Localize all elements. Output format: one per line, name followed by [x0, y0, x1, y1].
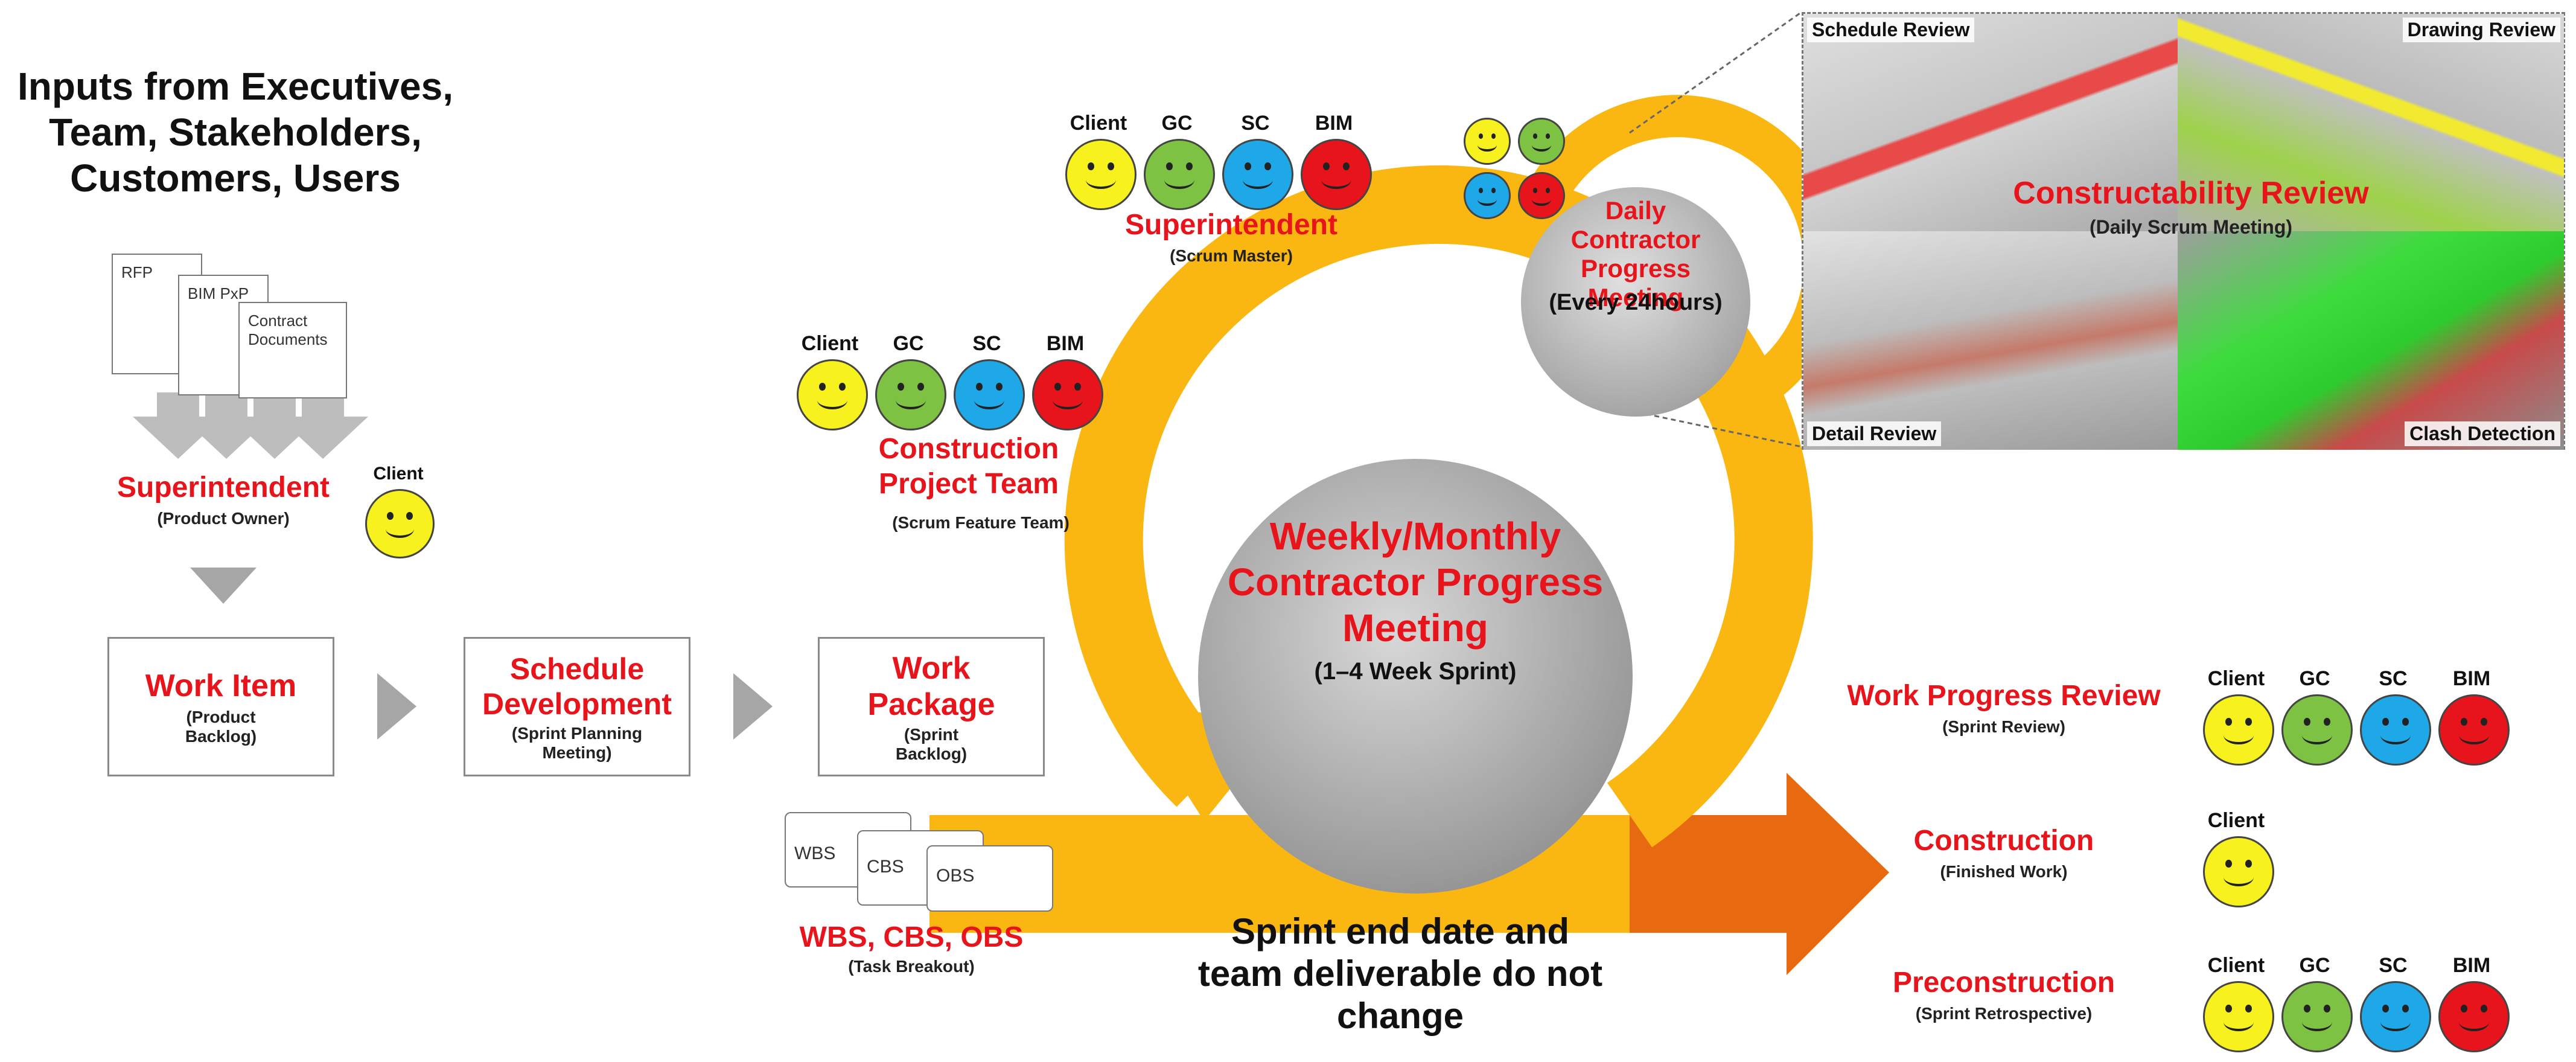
input-down-arrows [133, 392, 368, 459]
role-label-bim: BIM [2452, 667, 2491, 690]
sc-face [2360, 694, 2431, 766]
clash-detection-tile: Clash Detection [2178, 231, 2564, 450]
sc-face [1222, 139, 1293, 210]
work-item-title: Work Item [145, 668, 297, 703]
project-team-title: Construction Project Team [878, 433, 1059, 500]
work-package-title: Work Package [867, 650, 995, 722]
role-label-gc: GC [893, 332, 924, 355]
work-item-box: Work Item (Product Backlog) [107, 637, 334, 776]
daily-meeting-photo [1521, 187, 1750, 417]
daily-meeting-subtitle: (Every 24hours) [1549, 290, 1723, 315]
client-face [2203, 694, 2274, 766]
gc-face [1144, 139, 1215, 210]
role-label-sc: SC [2379, 954, 2408, 977]
weekly-meeting-photo [1198, 459, 1633, 894]
role-label-gc: GC [2299, 667, 2330, 690]
task-breakout-subtitle: (Task Breakout) [848, 957, 975, 976]
schedule-review-caption: Schedule Review [1807, 18, 1975, 42]
work-progress-review-subtitle: (Sprint Review) [1942, 717, 2065, 736]
sprint-note: Sprint end date and team deliverable do … [1197, 911, 1603, 1036]
client-face [1065, 139, 1137, 210]
client-face [2203, 981, 2274, 1052]
role-label-client: Client [2207, 809, 2265, 832]
right-arrow-1 [377, 673, 416, 740]
schedule-development-box: Schedule Development (Sprint Planning Me… [464, 637, 690, 776]
role-label-bim: BIM [2452, 954, 2491, 977]
gc-face [2281, 981, 2353, 1052]
right-arrow-2 [733, 673, 773, 740]
product-owner-title: Superintendent [116, 472, 330, 504]
sc-face [954, 359, 1025, 430]
role-label-client: Client [801, 332, 859, 355]
doc-obs: OBS [926, 845, 1053, 912]
constructability-subtitle: (Daily Scrum Meeting) [2089, 216, 2293, 238]
weekly-meeting-title: Weekly/Monthly Contractor Progress Meeti… [1227, 514, 1604, 650]
scrum-master-subtitle: (Scrum Master) [1170, 246, 1293, 265]
preconstruction-subtitle: (Sprint Retrospective) [1915, 1004, 2093, 1023]
constructability-panel: Schedule Review Drawing Review Detail Re… [1802, 12, 2565, 450]
role-label-bim: BIM [1046, 332, 1085, 355]
scrum-master-title: Superintendent [1124, 209, 1337, 241]
product-owner-subtitle: (Product Owner) [157, 509, 290, 528]
work-package-subtitle: (Sprint Backlog) [895, 725, 968, 763]
gc-face [1518, 118, 1565, 165]
work-package-box: Work Package (Sprint Backlog) [818, 637, 1045, 776]
detail-review-tile: Detail Review [1803, 231, 2178, 450]
role-label-client: Client [1070, 112, 1127, 135]
construction-roles: Client [2197, 809, 2281, 912]
client-face [365, 489, 435, 558]
drawing-review-caption: Drawing Review [2402, 18, 2560, 42]
role-label-sc: SC [2379, 667, 2408, 690]
role-label-gc: GC [2299, 954, 2330, 977]
sc-face [1464, 172, 1511, 219]
construction-subtitle: (Finished Work) [1940, 862, 2068, 881]
weekly-meeting-subtitle: (1–4 Week Sprint) [1314, 658, 1517, 685]
scrum-master-roles: Client GC SC BIM [1059, 112, 1385, 214]
project-team-roles: Client GC SC BIM [791, 332, 1117, 435]
bim-face [2438, 694, 2510, 766]
work-item-subtitle: (Product Backlog) [185, 707, 257, 746]
sc-face [2360, 981, 2431, 1052]
doc-contract: Contract Documents [238, 302, 347, 398]
role-label-sc: SC [1241, 112, 1270, 135]
task-breakout-title: WBS, CBS, OBS [799, 921, 1024, 953]
down-arrow [190, 568, 257, 604]
work-progress-review-title: Work Progress Review [1847, 680, 2161, 712]
project-team-subtitle: (Scrum Feature Team) [892, 513, 1070, 532]
bim-face [1518, 172, 1565, 219]
preconstruction-title: Preconstruction [1892, 967, 2115, 999]
product-owner-role: Client [373, 464, 424, 484]
bim-face [2438, 981, 2510, 1052]
construction-title: Construction [1913, 825, 2094, 857]
constructability-title: Constructability Review [2013, 176, 2369, 211]
work-progress-review-roles: Client GC SC BIM [2197, 667, 2523, 770]
role-label-client: Client [2207, 954, 2265, 977]
role-label-sc: SC [972, 332, 1001, 355]
daily-meeting-title: Daily Contractor Progress Meeting [1570, 196, 1701, 312]
detail-review-caption: Detail Review [1807, 421, 1942, 446]
role-label-client: Client [2207, 667, 2265, 690]
role-label-bim: BIM [1315, 112, 1353, 135]
gc-face [875, 359, 946, 430]
client-face [797, 359, 868, 430]
clash-detection-caption: Clash Detection [2405, 421, 2560, 446]
bim-face [1301, 139, 1372, 210]
schedule-review-tile: Schedule Review [1803, 14, 2178, 231]
drawing-review-tile: Drawing Review [2178, 14, 2564, 231]
schedule-development-title: Schedule Development [482, 651, 672, 721]
inputs-title: Inputs from Executives, Team, Stakeholde… [18, 65, 453, 200]
client-face [1464, 118, 1511, 165]
bim-face [1032, 359, 1103, 430]
schedule-development-subtitle: (Sprint Planning Meeting) [511, 723, 643, 762]
client-face [2203, 836, 2274, 907]
role-label-gc: GC [1161, 112, 1193, 135]
gc-face [2281, 694, 2353, 766]
preconstruction-roles: Client GC SC BIM [2197, 954, 2523, 1057]
